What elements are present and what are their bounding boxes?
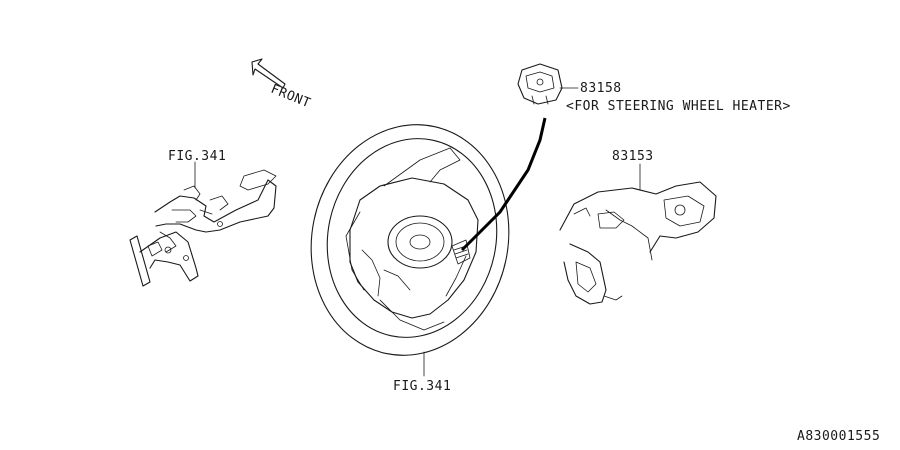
- switch-assembly-83153[interactable]: [559, 181, 717, 305]
- paddle-shifter-assembly[interactable]: [129, 169, 277, 287]
- diagram-id: A830001555: [797, 429, 880, 444]
- fig-left-label: FIG.341: [168, 149, 226, 164]
- steering-wheel[interactable]: [290, 106, 530, 374]
- part-number-83153: 83153: [612, 149, 654, 164]
- front-label: FRONT: [269, 82, 313, 112]
- heater-switch-83158[interactable]: [517, 63, 563, 105]
- part-note-83158: <FOR STEERING WHEEL HEATER>: [566, 99, 791, 114]
- front-arrow-icon: [251, 58, 286, 89]
- part-number-83158: 83158: [580, 81, 622, 96]
- fig-bottom-label: FIG.341: [393, 379, 451, 394]
- heater-harness-line: [460, 117, 547, 252]
